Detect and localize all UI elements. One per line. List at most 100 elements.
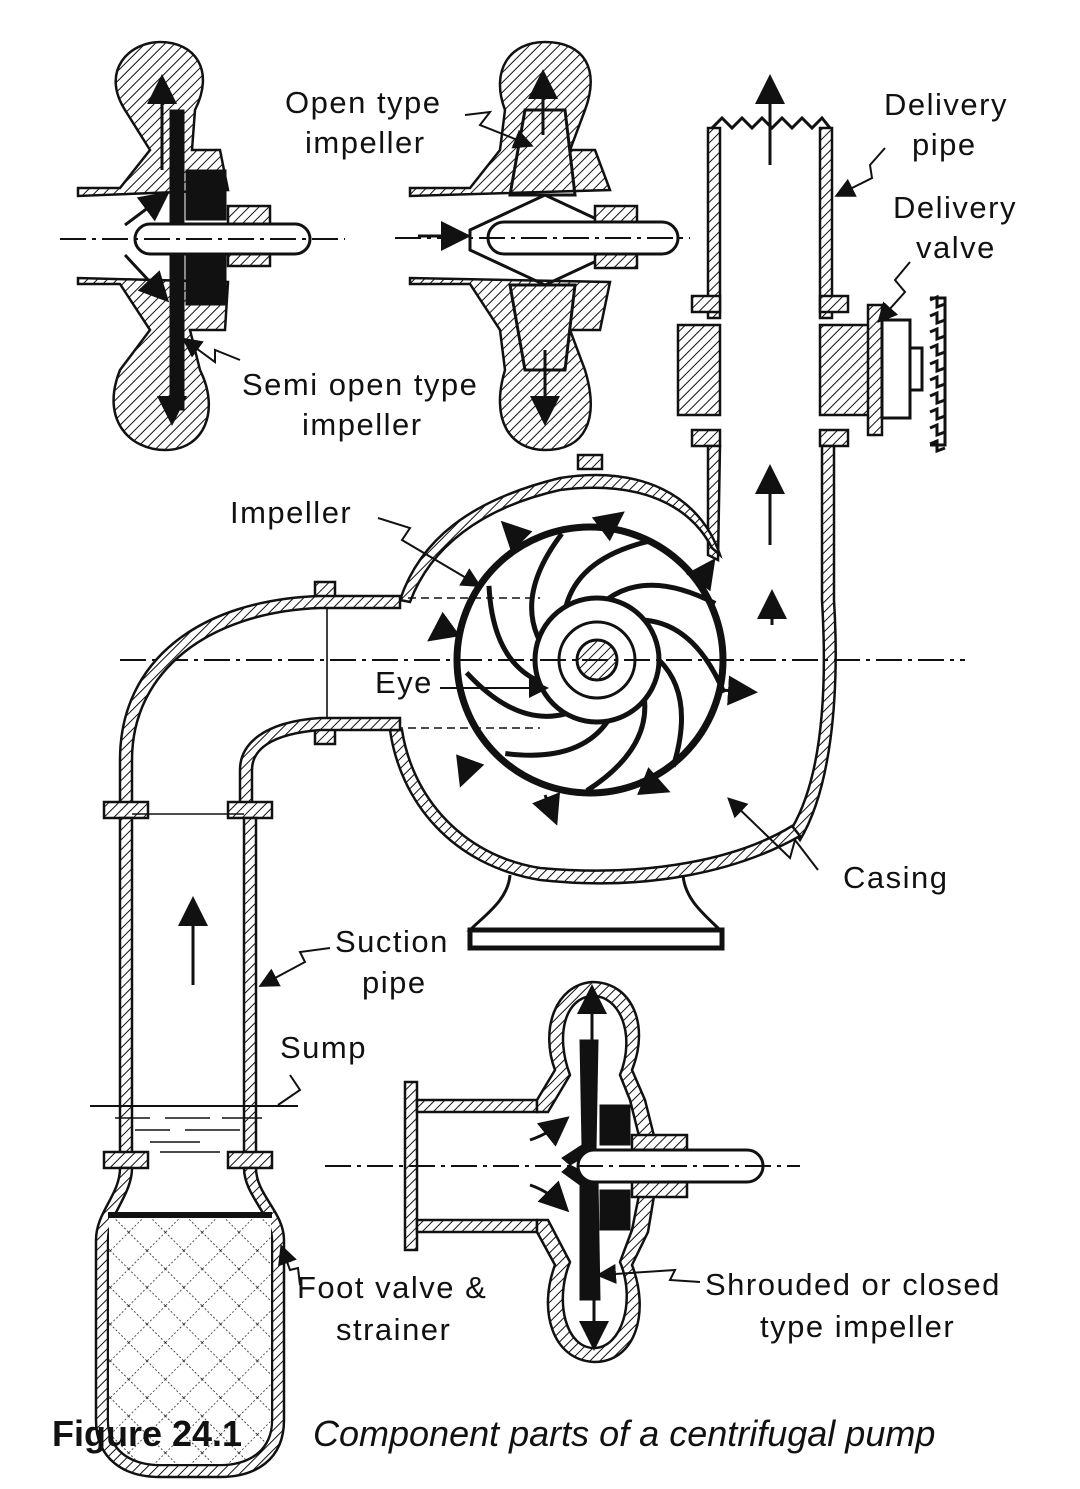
open-casing-upper	[408, 40, 612, 198]
delivery-pipe-wall-right	[818, 126, 834, 320]
suction-bend-inner	[238, 716, 402, 812]
delivery-assembly	[676, 74, 947, 843]
foot-valve-flange-left	[102, 1150, 150, 1170]
leader-delivery-pipe	[834, 147, 886, 197]
semi-open-casing-upper	[76, 40, 230, 198]
label-shrouded-2: type impeller	[760, 1309, 955, 1344]
shrouded-inlet-wall-bottom	[415, 1218, 539, 1234]
suction-flange-mid-left	[102, 800, 150, 820]
impeller-blade	[563, 538, 652, 607]
leader-lines	[181, 110, 911, 1286]
casing-volute-right-wall	[790, 444, 837, 843]
open-impeller-drawing	[395, 40, 690, 452]
label-open-type-2: impeller	[305, 125, 426, 160]
semi-open-flow-arrow-in-lower	[123, 253, 170, 303]
shrouded-impeller-drawing	[325, 980, 800, 1364]
handwheel-teeth	[929, 294, 946, 454]
valve-body-right	[818, 323, 872, 417]
flow-arrow-out-1	[500, 520, 533, 553]
casing-volute-bottom	[388, 728, 802, 885]
caption-number: Figure 24.1	[52, 1413, 242, 1454]
label-delivery-valve-1: Delivery	[893, 190, 1017, 225]
flow-arrow-out-2	[427, 611, 461, 642]
main-pump	[120, 453, 965, 951]
shrouded-hub-lower	[599, 1189, 631, 1231]
label-semi-open-1: Semi open type	[242, 367, 478, 402]
label-delivery-pipe-1: Delivery	[884, 87, 1008, 122]
flow-arrow-out-6	[719, 675, 758, 706]
shrouded-flow-arrow-in-lower	[529, 1180, 570, 1213]
impeller-blade	[529, 532, 564, 640]
label-delivery-valve-2: valve	[916, 230, 996, 265]
text-labels: Open type impeller Delivery pipe Deliver…	[230, 85, 1017, 1347]
label-suction-pipe-1: Suction	[335, 924, 449, 959]
shrouded-blade-lower	[561, 1164, 601, 1301]
shrouded-blade-upper	[561, 1039, 599, 1166]
label-delivery-pipe-2: pipe	[912, 127, 977, 162]
delivery-pipe-broken-end	[710, 115, 832, 131]
impeller-blade	[644, 617, 727, 694]
delivery-flange-lower-left	[690, 428, 722, 448]
sump-water-lines	[115, 1117, 262, 1153]
impeller-blade	[504, 719, 610, 758]
label-foot-valve-2: strainer	[336, 1312, 451, 1347]
figure-caption: Figure 24.1 Component parts of a centrif…	[52, 1413, 935, 1454]
shrouded-hub-upper	[599, 1104, 631, 1146]
leader-delivery-valve	[877, 261, 911, 323]
suction-pipe-wall-right	[242, 816, 258, 1155]
delivery-neck-left	[706, 444, 722, 563]
delivery-flange-upper-left	[690, 294, 722, 314]
leader-suction-pipe	[258, 947, 331, 987]
semi-open-casing-lower	[76, 276, 230, 452]
flow-arrow-out-4	[532, 792, 561, 826]
open-casing-lower	[408, 276, 612, 452]
shrouded-inlet-wall-top	[415, 1098, 539, 1114]
valve-bonnet	[880, 318, 912, 420]
leader-sump	[277, 1074, 302, 1106]
impeller-blade	[606, 582, 717, 606]
suction-assembly	[90, 580, 402, 1479]
casing-top-boss	[576, 453, 604, 471]
casing-volute	[398, 473, 723, 604]
label-sump: Sump	[280, 1030, 367, 1065]
label-casing: Casing	[843, 860, 949, 895]
flow-arrow-out-3	[456, 754, 485, 788]
leader-open-type	[464, 110, 534, 149]
leader-impeller	[377, 517, 482, 588]
suction-flange-mid-right	[226, 800, 274, 820]
flow-arrow-out-5	[637, 767, 671, 796]
pump-base-plate	[467, 927, 725, 951]
impeller-blade	[464, 671, 567, 719]
suction-pipe-wall-left	[118, 816, 134, 1155]
semi-open-impeller-drawing	[60, 40, 345, 452]
semi-open-hub-lower	[185, 254, 227, 306]
semi-open-flow-arrow-in-upper	[124, 191, 170, 227]
caption-text: Component parts of a centrifugal pump	[313, 1413, 935, 1454]
flow-arrow-out-7	[591, 511, 625, 542]
leader-shrouded	[596, 1263, 701, 1284]
flow-arrow-out-8	[685, 558, 716, 592]
impeller-blade	[486, 585, 540, 684]
impeller-blade	[585, 699, 648, 793]
foot-valve-flange-right	[226, 1150, 274, 1170]
label-open-type-1: Open type	[285, 85, 442, 120]
strainer-mesh	[109, 1218, 271, 1464]
label-eye: Eye	[375, 665, 433, 700]
leader-foot-valve	[278, 1244, 301, 1286]
impeller-blade	[657, 658, 685, 768]
suction-bend-outer	[118, 594, 402, 812]
strainer-top-plate	[108, 1212, 272, 1218]
delivery-flange-lower-right	[818, 428, 850, 448]
valve-stem	[908, 346, 924, 392]
impeller-blades	[464, 532, 727, 793]
leader-casing	[727, 797, 819, 871]
leader-semi-open	[181, 337, 241, 364]
label-semi-open-2: impeller	[302, 407, 423, 442]
semi-open-hub-upper	[185, 169, 227, 221]
label-foot-valve-1: Foot valve &	[297, 1270, 487, 1305]
valve-gate	[866, 303, 884, 437]
open-blade-lower	[508, 283, 577, 372]
label-suction-pipe-2: pipe	[362, 965, 427, 1000]
label-shrouded-1: Shrouded or closed	[705, 1267, 1001, 1302]
